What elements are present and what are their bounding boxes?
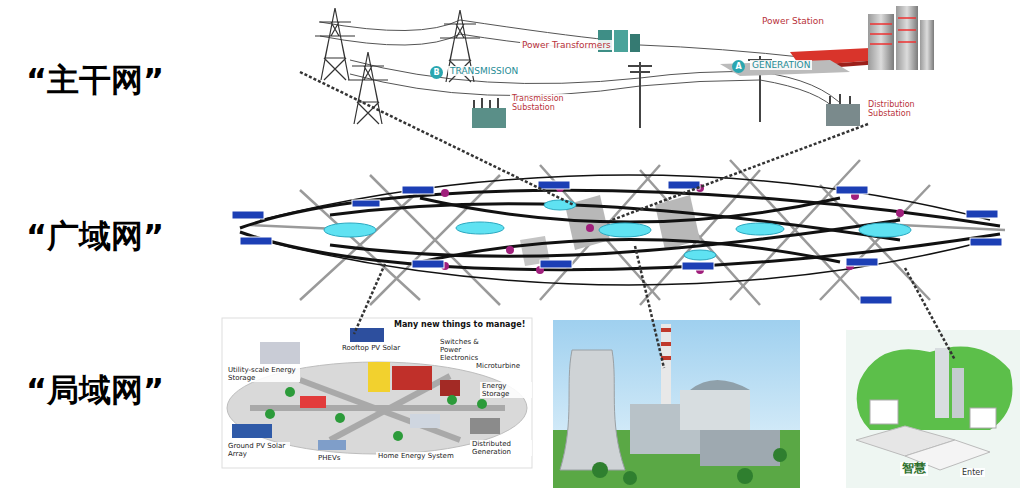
part-name: Home Energy System [376,452,456,460]
layer-name: “广域网” [26,218,164,255]
part-name: PHEVs [316,454,342,462]
layer-name: “主干网” [26,62,164,99]
power-plant-photo [553,320,800,488]
part-name: Distribution Substation [866,100,936,118]
part-name: Distributed Generation [470,440,532,456]
part-name: Power Transformers [520,40,613,50]
part-name: Microturbine [474,362,522,370]
sign-text: 智慧 [900,462,928,476]
backbone-illustration [315,6,934,128]
note: Many new things to manage! [392,320,527,329]
layer-name: “局域网” [26,372,164,409]
part-name: Ground PV Solar Array [226,442,290,458]
sign-text: Enter [960,468,985,477]
microgrid-illustration [222,318,532,468]
part-name: Utility-scale Energy Storage [226,366,300,382]
section-name: GENERATION [750,60,812,70]
part-name: Power Station [760,16,826,26]
part-name: Transmission Substation [510,94,580,112]
smart-city-image [846,330,1020,488]
section-marker: B [430,66,443,79]
section-name: TRANSMISSION [448,66,520,76]
part-name: Energy Storage [480,382,532,398]
leader-lines [300,72,955,368]
wide-area-network [232,160,1005,305]
part-name: Switches & Power Electronics [438,338,502,362]
section-marker: A [732,60,745,73]
part-name: Rooftop PV Solar [340,344,402,352]
